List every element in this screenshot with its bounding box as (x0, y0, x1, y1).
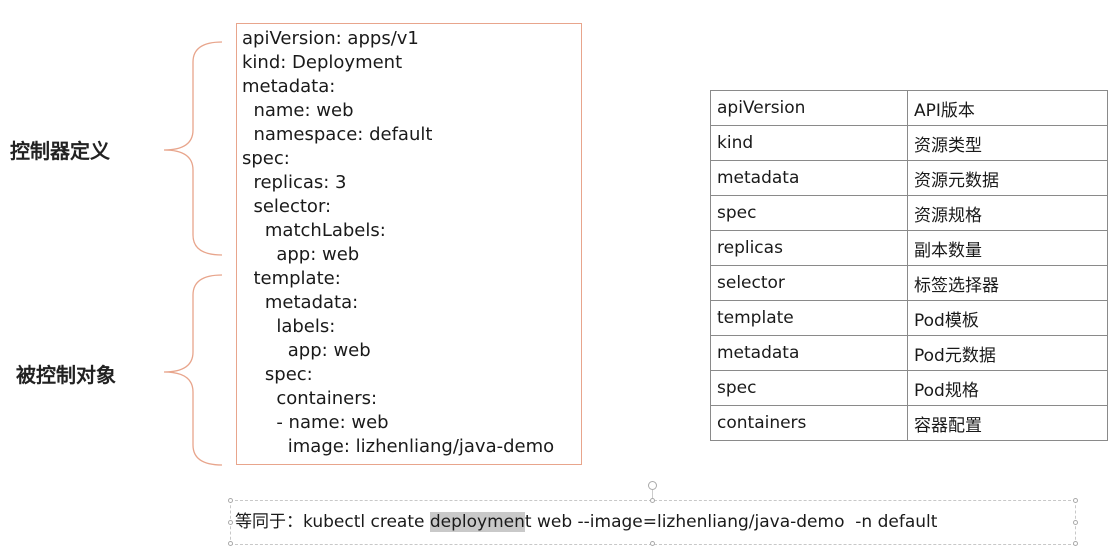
field-meaning-cell: 资源元数据 (907, 160, 1108, 196)
field-name-cell: kind (710, 125, 908, 161)
resize-handle-bottom[interactable] (650, 541, 655, 546)
field-name-cell: template (710, 300, 908, 336)
rotate-stem (652, 490, 653, 500)
controller-bracket (163, 41, 223, 256)
yaml-line: containers: (242, 388, 378, 409)
field-name-cell: spec (710, 370, 908, 406)
field-meaning-cell: Pod模板 (907, 300, 1108, 336)
yaml-line: image: lizhenliang/java-demo (242, 436, 555, 457)
yaml-manifest: apiVersion: apps/v1 kind: Deployment metad… (236, 23, 582, 465)
yaml-line: app: web (242, 340, 371, 361)
resize-handle-right[interactable] (1073, 520, 1078, 525)
yaml-line: apiVersion: apps/v1 (242, 28, 419, 49)
equivalent-command[interactable]: 等同于：kubectl create deployment web --imag… (235, 510, 937, 534)
command-prefix: 等同于： (235, 512, 303, 532)
yaml-line: kind: Deployment (242, 52, 403, 73)
field-meaning-cell: 资源规格 (907, 195, 1108, 231)
yaml-line: replicas: 3 (242, 172, 347, 193)
field-name-cell: metadata (710, 335, 908, 371)
yaml-line: template: (242, 268, 341, 289)
field-meaning-cell: Pod规格 (907, 370, 1108, 406)
field-name-cell: selector (710, 265, 908, 301)
yaml-line: spec: (242, 148, 290, 169)
yaml-line: selector: (242, 196, 332, 217)
yaml-line: metadata: (242, 292, 359, 313)
yaml-line: - name: web (242, 412, 389, 433)
yaml-line: matchLabels: (242, 220, 386, 241)
yaml-line: name: web (242, 100, 354, 121)
controller-definition-label: 控制器定义 (10, 139, 110, 163)
resize-handle-top-left[interactable] (228, 498, 233, 503)
resize-handle-top-right[interactable] (1073, 498, 1078, 503)
object-bracket (163, 274, 223, 466)
yaml-line: labels: (242, 316, 336, 337)
field-meaning-cell: 容器配置 (907, 405, 1108, 441)
field-name-cell: metadata (710, 160, 908, 196)
yaml-line: spec: (242, 364, 313, 385)
field-name-cell: spec (710, 195, 908, 231)
resize-handle-bottom-right[interactable] (1073, 541, 1078, 546)
field-meaning-cell: Pod元数据 (907, 335, 1108, 371)
resize-handle-top[interactable] (650, 498, 655, 503)
field-name-cell: apiVersion (710, 90, 908, 126)
controlled-object-label: 被控制对象 (16, 363, 116, 387)
resize-handle-bottom-left[interactable] (228, 541, 233, 546)
command-pre: kubectl create (303, 512, 430, 532)
field-meaning-cell: 资源类型 (907, 125, 1108, 161)
yaml-line: namespace: default (242, 124, 433, 145)
field-name-cell: containers (710, 405, 908, 441)
command-post: t web --image=lizhenliang/java-demo -n d… (524, 512, 938, 532)
field-meaning-cell: 标签选择器 (907, 265, 1108, 301)
rotate-handle-icon[interactable] (648, 481, 657, 490)
yaml-line: metadata: (242, 76, 336, 97)
resize-handle-left[interactable] (228, 520, 233, 525)
field-name-cell: replicas (710, 230, 908, 266)
curly-brackets (163, 41, 223, 466)
field-meaning-cell: API版本 (907, 90, 1108, 126)
selected-text: deploymen (429, 512, 525, 532)
field-meaning-cell: 副本数量 (907, 230, 1108, 266)
yaml-line: app: web (242, 244, 360, 265)
